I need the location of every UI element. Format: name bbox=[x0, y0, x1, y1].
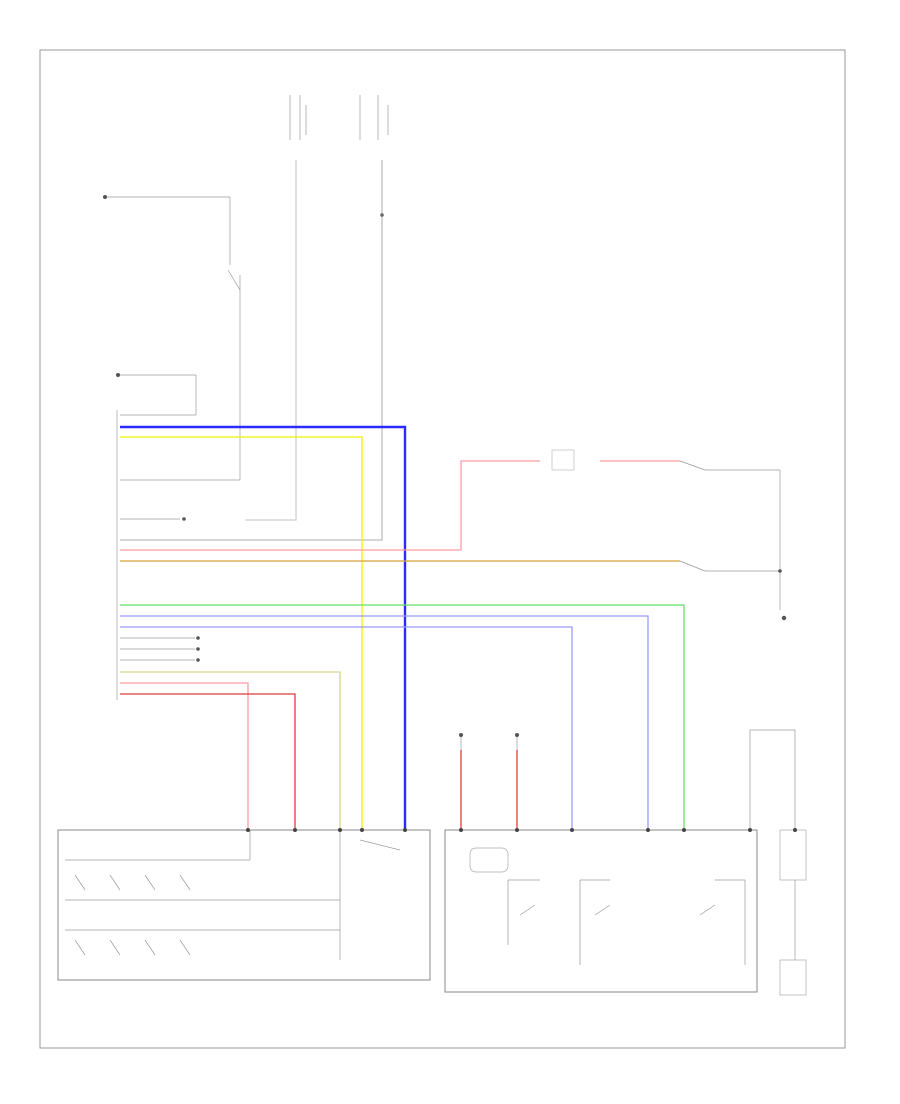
wire-light-blue-1 bbox=[120, 615, 649, 830]
top-switch-left bbox=[289, 95, 307, 140]
connector-pins bbox=[120, 517, 200, 662]
right-switch bbox=[679, 460, 787, 621]
wire-light-blue-2 bbox=[120, 626, 573, 830]
wire-pink-lower bbox=[120, 682, 249, 830]
wire-green bbox=[120, 604, 685, 830]
diagram-frame bbox=[39, 49, 846, 1049]
wire-blue bbox=[120, 425, 407, 830]
wire-black-top-right bbox=[120, 160, 384, 541]
fuse-connection-left bbox=[116, 373, 197, 416]
top-switch-right bbox=[359, 95, 389, 140]
bottom-right-component bbox=[749, 729, 807, 996]
wire-yellow bbox=[120, 436, 363, 830]
wire-pink-upper bbox=[120, 460, 680, 551]
bottom-connector-dots bbox=[246, 828, 797, 832]
wire-gray-top-left bbox=[245, 160, 297, 521]
bottom-left-module bbox=[57, 829, 431, 981]
wire-red bbox=[120, 693, 296, 830]
relay-box-top bbox=[551, 449, 575, 471]
ground-top-left bbox=[103, 195, 241, 481]
wire-olive bbox=[120, 671, 341, 830]
wire-red-module bbox=[460, 750, 518, 830]
bottom-middle-module bbox=[444, 733, 758, 993]
